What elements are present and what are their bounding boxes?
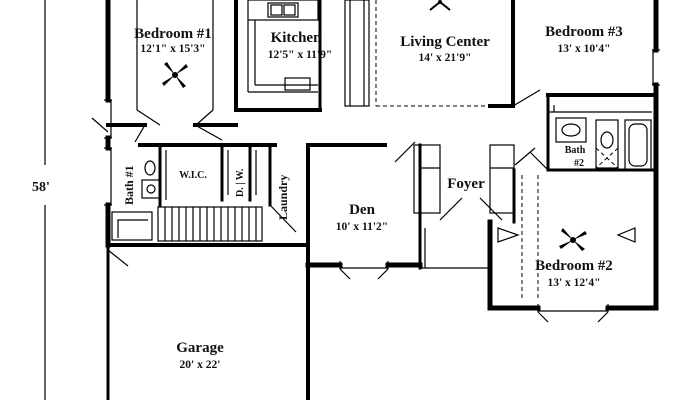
bath2-name: Bath	[565, 145, 586, 156]
bath2-number: #2	[574, 158, 584, 169]
room-bedroom2: Bedroom #2 13' x 12'4"	[497, 168, 636, 300]
living-center-name: Living Center	[400, 34, 490, 50]
exterior-walls	[105, 0, 659, 400]
room-bedroom1: Bedroom #1 12'1" x 15'3"	[91, 0, 238, 143]
bedroom2-dims: 13' x 12'4"	[547, 277, 600, 289]
room-garage: Garage 20' x 22'	[107, 249, 224, 371]
den-name: Den	[349, 202, 375, 218]
kitchen-name: Kitchen	[271, 30, 322, 46]
bedroom3-dims: 13' x 10'4"	[557, 43, 610, 55]
ceiling-fan-icon	[559, 228, 587, 251]
kitchen-dims: 12'5" x 11'9"	[268, 49, 333, 61]
bedroom3-name: Bedroom #3	[545, 24, 623, 40]
living-center-dims: 14' x 21'9"	[418, 52, 471, 64]
garage-dims: 20' x 22'	[180, 359, 221, 371]
wic-name: W.I.C.	[179, 170, 207, 181]
room-foyer: Foyer	[439, 144, 536, 221]
room-bedroom3: Bedroom #3 13' x 10'4"	[511, 0, 658, 108]
bath1-name: Bath #1	[122, 165, 136, 205]
bedroom1-name: Bedroom #1	[134, 26, 212, 42]
room-living-center: Living Center 14' x 21'9"	[375, 0, 541, 108]
stairs	[157, 206, 263, 242]
ceiling-fan-icon	[429, 0, 451, 11]
room-bath1-wic: Bath #1 W.I.C. D. | W. Laundry	[106, 143, 310, 247]
bedroom1-dims: 12'1" x 15'3"	[140, 43, 205, 55]
ceiling-fan-icon	[162, 62, 188, 88]
garage-name: Garage	[176, 340, 224, 356]
laundry-name: Laundry	[276, 175, 290, 220]
overall-dimension-label: 58'	[32, 180, 50, 195]
dw-name: D. | W.	[235, 168, 246, 197]
room-bath2: Bath #2	[529, 93, 658, 172]
room-den: Den 10' x 11'2"	[306, 141, 441, 400]
dimension-line-left: 58'	[32, 0, 50, 400]
windows	[104, 49, 660, 323]
room-kitchen: Kitchen 12'5" x 11'9"	[234, 0, 370, 112]
bedroom2-name: Bedroom #2	[535, 258, 613, 274]
foyer-name: Foyer	[447, 176, 485, 192]
den-dims: 10' x 11'2"	[336, 221, 388, 233]
